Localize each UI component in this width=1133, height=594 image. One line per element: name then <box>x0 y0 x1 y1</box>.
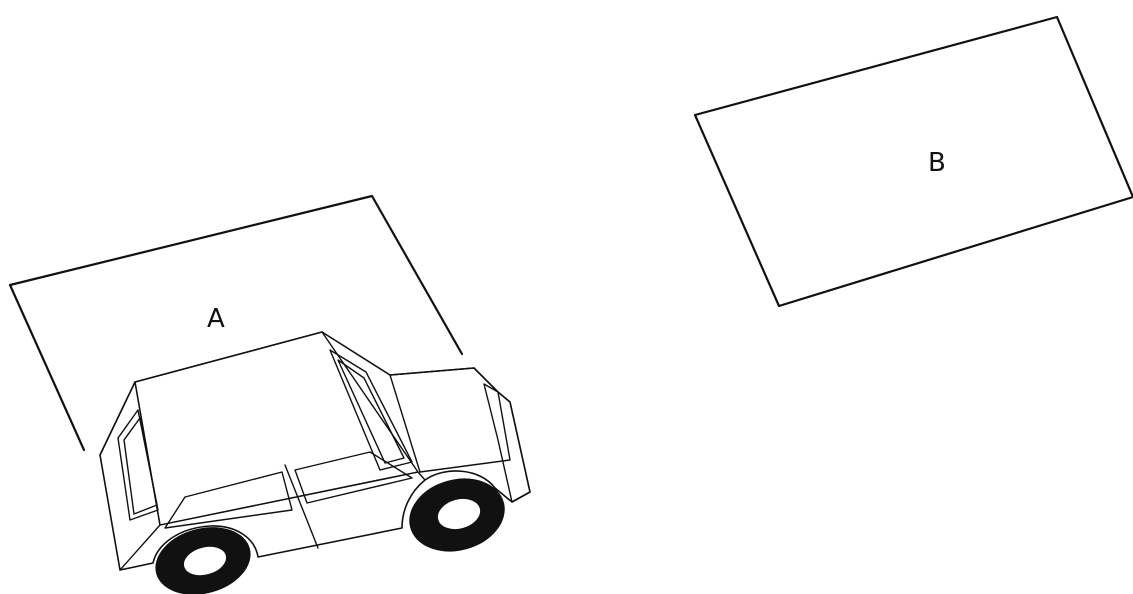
region-b-label: B <box>928 148 946 178</box>
region-b-outline <box>695 17 1133 306</box>
car-icon <box>100 332 530 594</box>
region-a-label: A <box>207 304 225 334</box>
